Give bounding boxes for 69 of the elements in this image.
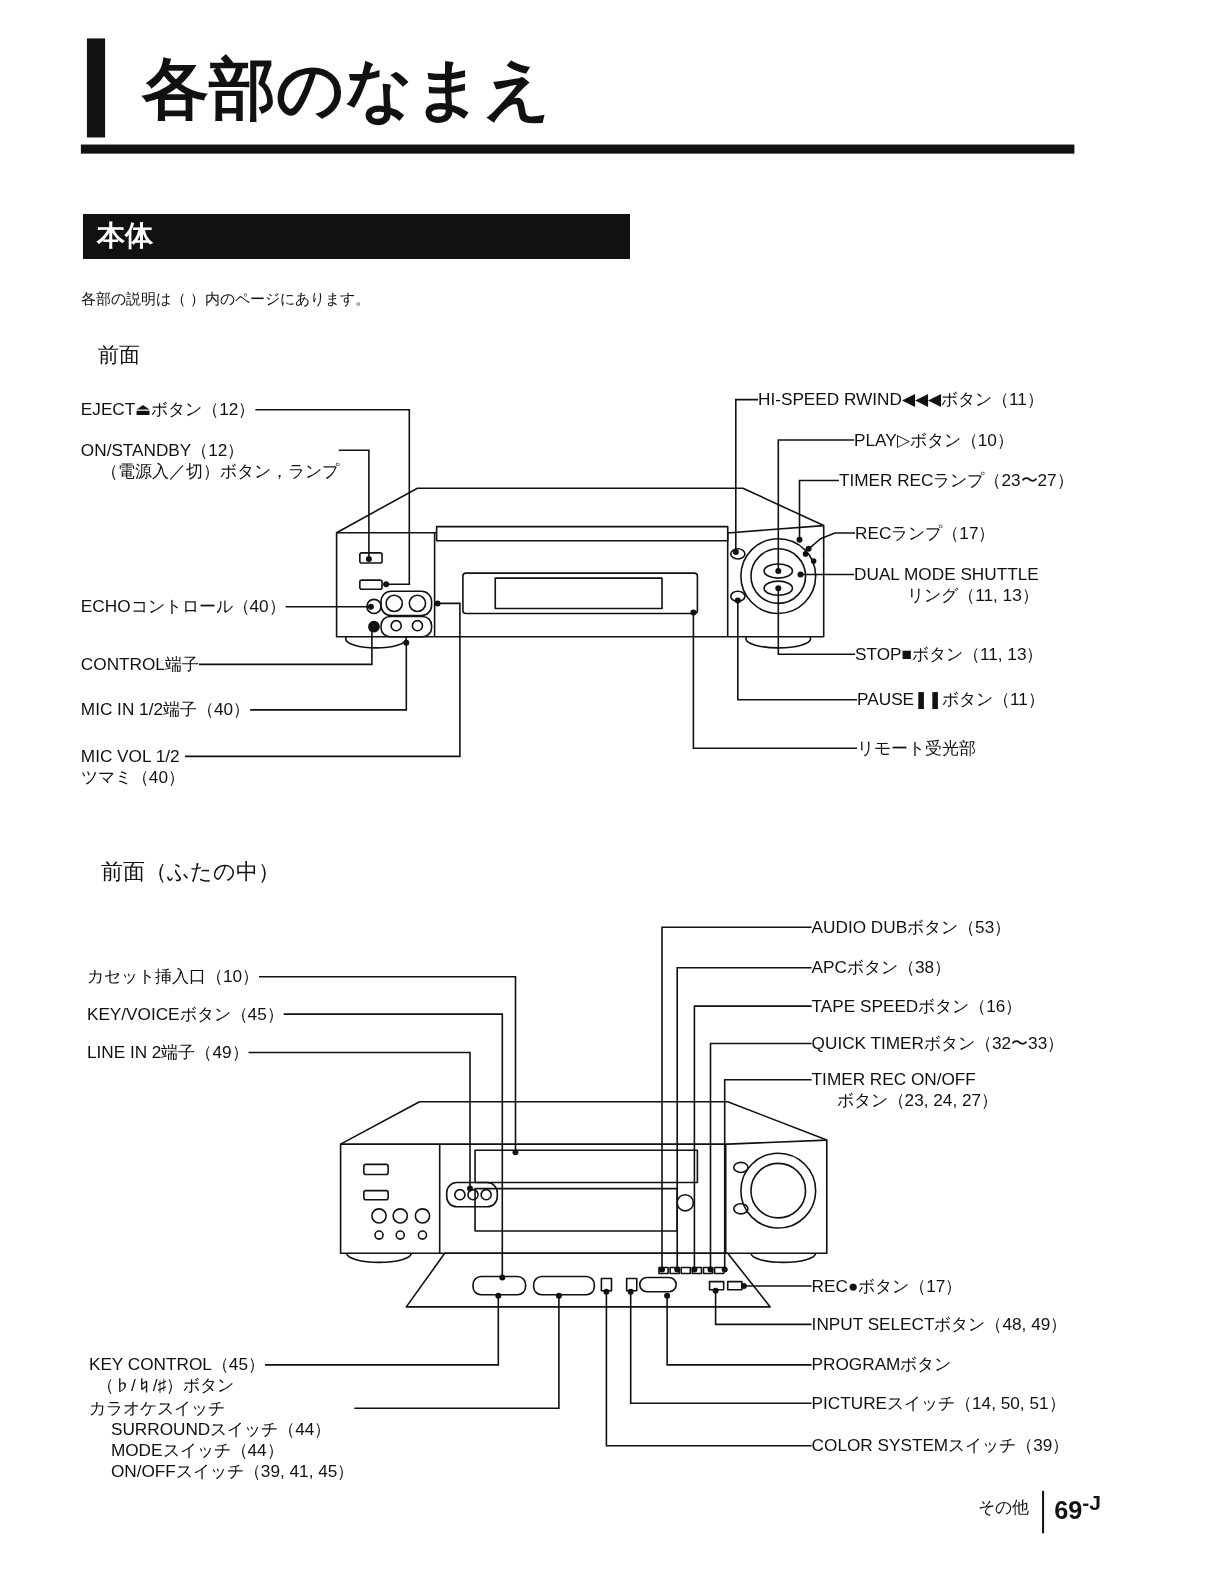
section-title: 本体 (97, 219, 153, 254)
callout-label: INPUT SELECTボタン（48, 49） (811, 1313, 1068, 1335)
callout-label: RECランプ（17） (855, 522, 996, 544)
callout-label: TAPE SPEEDボタン（16） (811, 995, 1023, 1017)
callout-label: APCボタン（38） (811, 957, 952, 979)
leader-line (338, 449, 372, 562)
leader-line (249, 639, 410, 711)
leader-line (775, 439, 855, 575)
callout-label: リモート受光部 (857, 737, 977, 759)
leader-line (627, 1288, 813, 1405)
callout-label: EJECT⏏ボタン（12） (80, 399, 256, 421)
leader-line (184, 600, 461, 758)
callout-label: カセット挿入口（10） (86, 966, 260, 988)
callout-label: AUDIO DUBボタン（53） (811, 916, 1012, 938)
leader-line (712, 1287, 813, 1326)
leader-line (254, 408, 411, 588)
chapter-label: その他 (978, 1496, 1030, 1518)
callout-label: QUICK TIMERボタン（32〜33） (811, 1032, 1065, 1054)
leader-line (282, 1013, 506, 1281)
leader-line (674, 966, 813, 1273)
leader-line (732, 398, 759, 555)
intro-note: 各部の説明は（ ）内のページにあります。 (80, 291, 370, 309)
leader-line (734, 597, 858, 701)
section-heading: 前面 (98, 341, 141, 368)
callout-label: TIMER REC ON/OFF ボタン（23, 24, 27） (811, 1069, 999, 1112)
callout-label: MIC VOL 1/2 ツマミ（40） (80, 745, 185, 788)
leader-line (707, 1042, 813, 1273)
callout-label: PICTUREスイッチ（14, 50, 51） (811, 1392, 1066, 1414)
leader-line (690, 609, 858, 750)
callout-label: MODEスイッチ（44） (109, 1439, 285, 1461)
callout-label: STOP■ボタン（11, 13） (855, 643, 1044, 665)
callout-label: PLAY▷ボタン（10） (854, 429, 1014, 451)
callout-label: KEY/VOICEボタン（45） (86, 1003, 284, 1025)
page-number: 69$^{-J}$ (1054, 1489, 1101, 1526)
callout-label: DUAL MODE SHUTTLE リング（11, 13） (854, 564, 1039, 606)
callout-label: PAUSE❚❚ボタン（11） (857, 689, 1045, 711)
leader-line (797, 571, 855, 578)
page-title: 各部のなまえ (141, 52, 552, 126)
callout-label: PROGRAMボタン (811, 1354, 952, 1376)
leader-line (247, 1051, 473, 1192)
callout-label: ON/STANDBY（12）（電源入／切）ボタン，ランプ (80, 439, 339, 482)
callout-label: ON/OFFスイッチ（39, 41, 45） (109, 1460, 355, 1482)
callout-label: SURROUNDスイッチ（44） (109, 1418, 333, 1440)
callout-label: MIC IN 1/2端子（40） (80, 699, 251, 721)
leader-line (603, 1288, 813, 1447)
leader-line (775, 585, 856, 656)
callout-label: CONTROL端子 (80, 653, 199, 675)
leader-line (264, 1292, 502, 1366)
leader-line (664, 1292, 813, 1366)
leader-line (721, 1079, 813, 1273)
section-band (82, 214, 630, 259)
leader-line (353, 1292, 562, 1410)
callout-label: COLOR SYSTEMスイッチ（39） (811, 1435, 1070, 1457)
callout-label: ECHOコントロール（40） (80, 596, 286, 618)
leader-line (796, 479, 840, 543)
leader-line (258, 976, 519, 1156)
leader-line (284, 603, 374, 610)
leader-line (198, 625, 375, 666)
callout-label: REC●ボタン（17） (811, 1275, 963, 1297)
leader-line (659, 926, 813, 1273)
leader-line (740, 1283, 813, 1289)
callout-label: カラオケスイッチ (88, 1397, 226, 1419)
callout-label: TIMER RECランプ（23〜27） (838, 470, 1074, 491)
callout-label: LINE IN 2端子（49） (86, 1042, 249, 1064)
leader-line (805, 532, 856, 552)
callout-label: KEY CONTROL（45）（♭/♮/♯）ボタン (88, 1354, 265, 1397)
section-heading: 前面（ふたの中） (101, 859, 281, 886)
callout-label: HI-SPEED RWIND◀◀◀ボタン（11） (758, 389, 1044, 411)
leader-line (691, 1005, 813, 1273)
